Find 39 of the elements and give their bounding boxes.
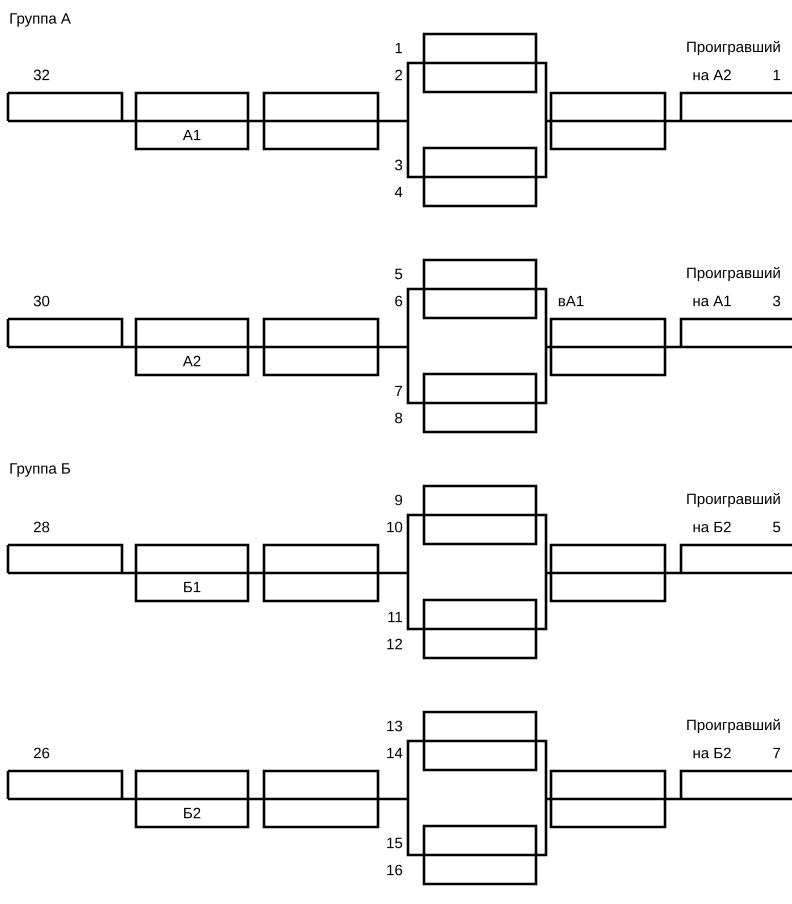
seed-number: 2 [395,70,402,80]
seed-number: 5 [773,522,780,532]
seed-number: 30 [34,296,50,306]
seed-number: 26 [34,748,50,758]
seed-number: 9 [395,494,402,506]
seed-number: 4 [394,186,402,198]
match-label: Б1 [184,582,200,592]
seed-number: 8 [395,412,402,424]
seed-number: 3 [773,296,780,306]
loser-note: на А1 [693,296,731,306]
group-heading: Группа Б [10,463,70,477]
seed-number: 7 [773,748,780,758]
group-heading: Группа А [10,13,71,27]
seed-number: 13 [387,720,402,732]
match-label: вА1 [558,296,584,306]
loser-note: на А2 [693,70,731,80]
match-label: А2 [182,356,200,366]
seed-number: 1 [396,42,402,54]
loser-note: Проигравший [687,492,780,508]
seed-number: 5 [395,268,402,280]
loser-note: Проигравший [687,266,780,282]
seed-number: 28 [34,522,50,532]
seed-number: 14 [387,748,402,758]
loser-note: на Б2 [694,522,731,532]
seed-number: 32 [34,70,50,80]
loser-note: Проигравший [687,718,780,734]
loser-note: на Б2 [694,748,731,758]
seed-number: 6 [395,296,402,306]
loser-note: Проигравший [687,40,780,56]
seed-number: 12 [387,638,402,650]
match-label: Б2 [184,808,200,818]
seed-number: 15 [387,838,402,848]
seed-number: 10 [387,522,402,532]
seed-number: 7 [395,386,402,396]
seed-number: 11 [388,612,402,622]
match-label: А1 [182,130,200,140]
seed-number: 16 [387,864,402,876]
seed-number: 1 [774,70,780,80]
seed-number: 3 [395,160,402,170]
